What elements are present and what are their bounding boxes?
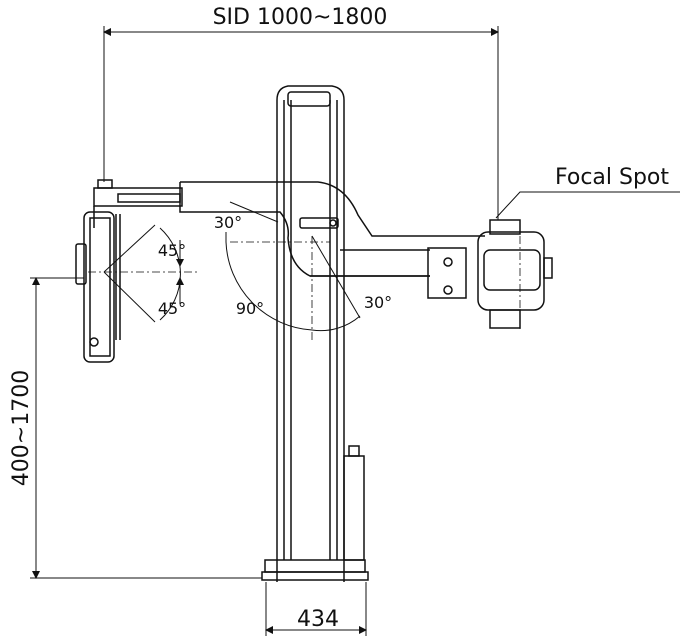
control-box [343, 445, 365, 561]
detector-tilt-up-label: 45° [158, 241, 186, 260]
column [276, 85, 345, 582]
dimension-lines [30, 26, 680, 636]
sid-dimension-label: SID 1000~1800 [213, 5, 388, 30]
column-base [261, 559, 369, 581]
arm-rotation-full-label: 90° [236, 299, 264, 318]
detector-tilt-down-label: 45° [158, 299, 186, 318]
height-dimension-label: 400~1700 [9, 370, 34, 486]
center-lines [88, 236, 521, 340]
detector-arm [93, 179, 183, 228]
detector-panel [75, 211, 121, 363]
base-width-label: 434 [297, 607, 339, 632]
c-arm [179, 181, 485, 277]
arm-rotation-up-label: 30° [214, 213, 242, 232]
arm-rotation-down-label: 30° [364, 293, 392, 312]
angle-arcs [103, 201, 361, 332]
focal-spot-label: Focal Spot [555, 165, 669, 190]
